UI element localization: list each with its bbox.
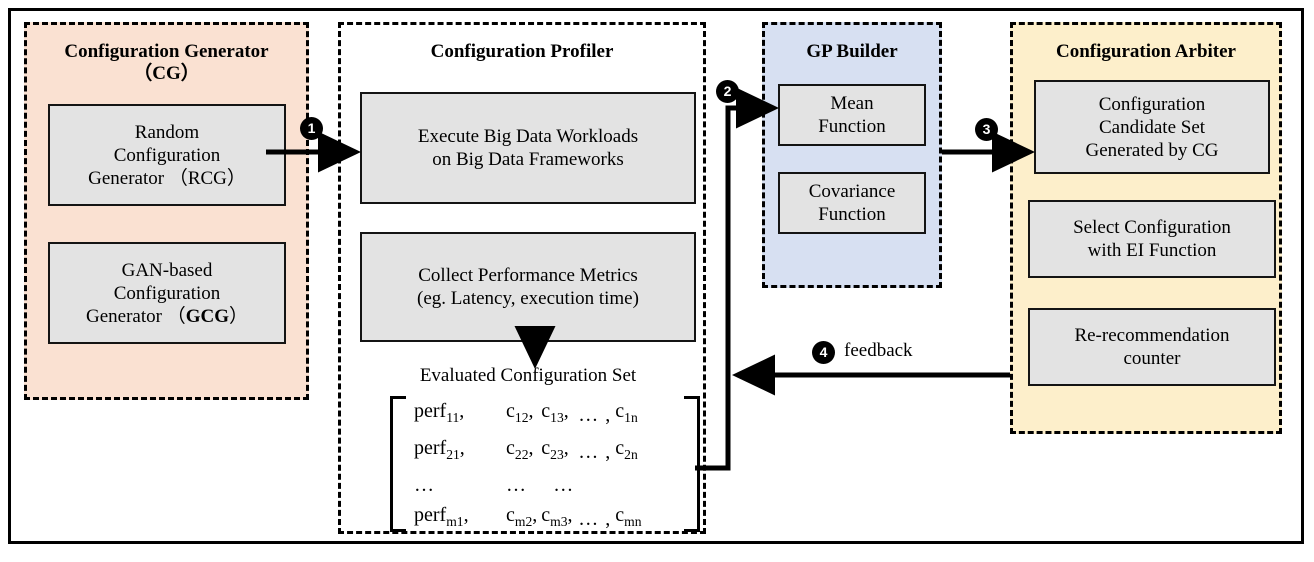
badge-step-1: 1 [300,117,323,140]
badge-step-3: 3 [975,118,998,141]
node-re-recommendation-counter[interactable]: Re-recommendation counter [1028,308,1276,386]
node-rcg-line3: Generator （RCG） [88,167,246,189]
panel-title-arbiter: Configuration Arbiter [1056,41,1236,62]
node-collect-performance-metrics[interactable]: Collect Performance Metrics (eg. Latency… [360,232,696,342]
panel-title-gp-builder: GP Builder [806,41,898,62]
node-gcg-line3: Generator （GCG） [85,305,248,327]
matrix-cell: … , [578,507,612,530]
node-candidate-line1: Configuration [1098,93,1206,115]
matrix-row: perfm1, cm2, cm3, … , cmn [412,500,644,537]
badge-step-2: 2 [716,80,739,103]
node-gan-based-configuration-generator[interactable]: GAN-based Configuration Generator （GCG） [48,242,286,344]
matrix-cell: … , [578,403,612,426]
label-evaluated-configuration-set: Evaluated Configuration Set [419,365,637,386]
node-configuration-candidate-set[interactable]: Configuration Candidate Set Generated by… [1034,80,1270,174]
matrix-cell: c2n [615,437,638,462]
node-random-configuration-generator[interactable]: Random Configuration Generator （RCG） [48,104,286,206]
matrix-cell: c1n [615,400,638,425]
matrix-cell: c13, [541,400,569,425]
node-execute-line2: on Big Data Frameworks [432,149,624,170]
node-counter-line2: counter [1123,348,1181,369]
connector-label-feedback: feedback [844,340,913,361]
node-mean-line1: Mean [830,93,874,114]
node-rcg-line2: Configuration [113,144,221,166]
matrix-row: … … … [412,470,644,500]
node-collect-line2: (eg. Latency, execution time) [417,288,639,309]
node-mean-function[interactable]: Mean Function [778,84,926,146]
matrix-bracket-right [684,396,700,532]
node-candidate-line2: Candidate Set [1098,116,1206,138]
node-mean-line2: Function [818,116,886,137]
badge-step-4: 4 [812,341,835,364]
matrix-cell: … [414,474,435,496]
panel-title-cg-line2: （CG） [133,63,200,84]
matrix-cell: cmn [615,504,642,529]
node-gcg-line1: GAN-based [121,259,213,281]
panel-gp-builder: GP Builder [762,22,942,288]
matrix-cell: … [506,474,527,496]
matrix-cell: perf11, [414,400,465,425]
matrix-cell: c23, [541,437,569,462]
matrix-cell: perf21, [414,437,465,462]
node-cov-line2: Function [818,204,886,225]
matrix-bracket-left [390,396,406,532]
matrix-cell: c12, [506,400,534,425]
connector-profiler-to-gp-builder [695,87,780,471]
matrix-cell: perfm1, [414,504,469,529]
node-select-line2: with EI Function [1087,240,1217,261]
panel-title-profiler: Configuration Profiler [430,41,614,62]
matrix-row: perf21, c22, c23, … , c2n [412,433,644,470]
matrix-cell: cm2, [506,504,538,529]
node-collect-line1: Collect Performance Metrics [418,265,638,286]
node-gcg-line2: Configuration [113,282,221,304]
node-covariance-function[interactable]: Covariance Function [778,172,926,234]
node-cov-line1: Covariance [808,181,896,202]
node-select-line1: Select Configuration [1073,217,1231,238]
matrix-cell: c22, [506,437,534,462]
evaluated-configuration-matrix: perf11, c12, c13, … , c1n perf21, c22, c… [390,396,700,532]
matrix-cell: … , [578,440,612,463]
matrix-row: perf11, c12, c13, … , c1n [412,396,644,433]
node-execute-big-data-workloads[interactable]: Execute Big Data Workloads on Big Data F… [360,92,696,204]
node-execute-line1: Execute Big Data Workloads [417,126,639,147]
matrix-cell: cm3, [541,504,573,529]
panel-title-cg-line1: Configuration Generator [64,41,269,62]
matrix-body: perf11, c12, c13, … , c1n perf21, c22, c… [412,396,644,537]
node-candidate-line3: Generated by CG [1085,139,1219,161]
node-counter-line1: Re-recommendation [1074,325,1230,346]
matrix-cell: … [553,474,575,496]
node-select-configuration-ei[interactable]: Select Configuration with EI Function [1028,200,1276,278]
node-rcg-line1: Random [134,121,200,143]
